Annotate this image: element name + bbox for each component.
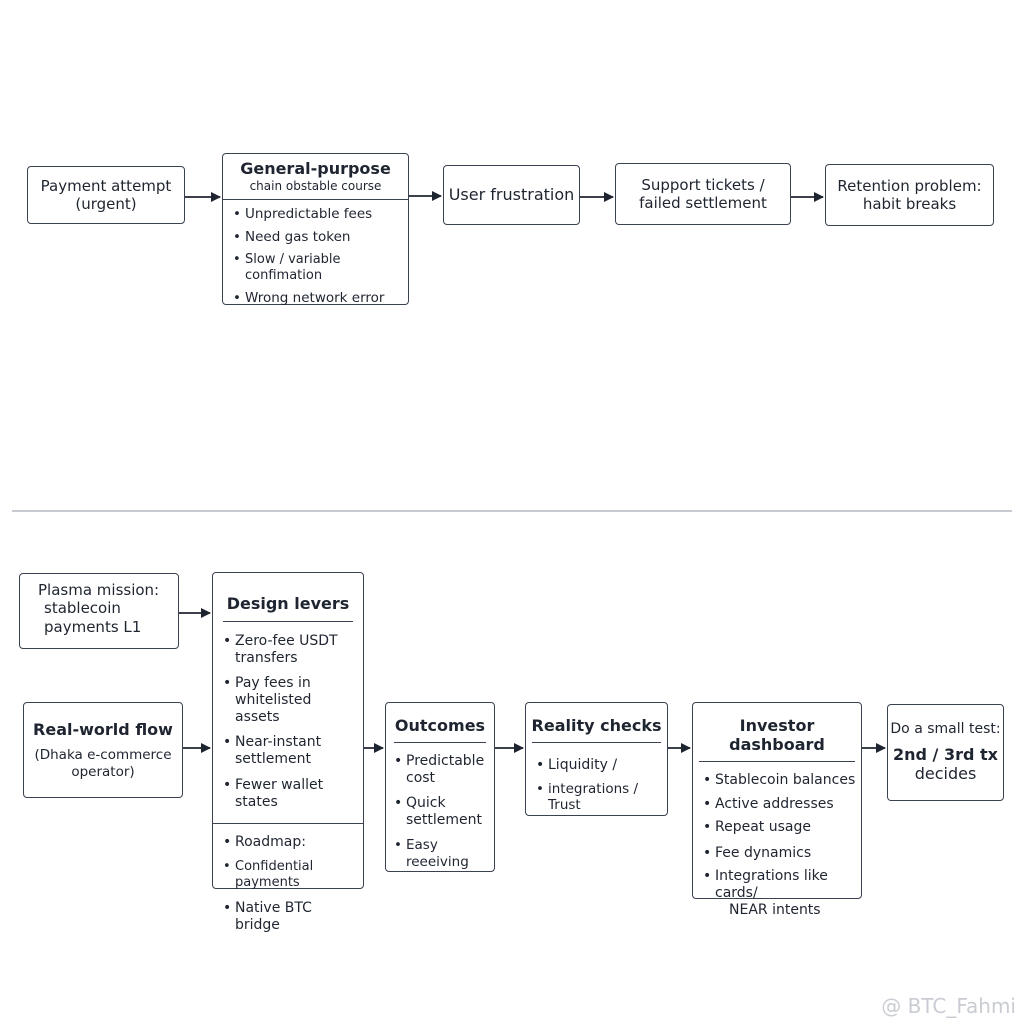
real-world-flow-title: Real-world flow <box>33 719 173 739</box>
investor-dashboard-list: Stablecoin balances Active addresses Rep… <box>693 762 861 919</box>
outcome-text: settlement <box>406 812 483 829</box>
list-item: Quick settlement <box>392 795 492 829</box>
list-item: Active addresses <box>701 796 859 814</box>
reality-checks-title-rule <box>532 742 661 743</box>
list-item: Easy reeeiving <box>392 837 492 871</box>
list-item: Need gas token <box>231 229 404 246</box>
real-world-flow-sub1: (Dhaka e-commerce <box>34 747 172 764</box>
payment-attempt-line2: (urgent) <box>75 195 137 213</box>
outcomes-title-rule <box>394 742 486 743</box>
list-item: Near-instant settlement <box>221 734 359 768</box>
list-item: Liquidity / <box>534 757 665 775</box>
list-item: Fee dynamics <box>701 845 859 863</box>
list-item: Stablecoin balances <box>701 772 859 790</box>
list-item: Fewer wallet states <box>221 777 359 811</box>
general-purpose-list: Unpredictable fees Need gas token Slow /… <box>223 200 408 307</box>
roadmap-list: Roadmap: Confidential payments Native BT… <box>213 824 363 935</box>
lever-text: Pay fees in <box>235 675 311 692</box>
outcome-text: cost <box>406 770 436 787</box>
list-item: Zero-fee USDT transfers <box>221 633 359 667</box>
support-tickets-box: Support tickets / failed settlement <box>615 163 791 225</box>
list-item: Unpredictable fees <box>231 206 404 223</box>
lever-text: Zero-fee USDT <box>235 633 338 649</box>
design-levers-title: Design levers <box>226 594 350 613</box>
list-item: Wrong network error <box>231 290 404 307</box>
list-item: integrations / Trust <box>534 781 665 815</box>
list-item: Pay fees in whitelisted assets <box>221 675 359 726</box>
small-test-line1: Do a small test: <box>890 721 1001 738</box>
support-tickets-line2: failed settlement <box>639 194 767 212</box>
investor-text: Integrations like cards/ <box>715 868 828 902</box>
list-item: Integrations like cards/ NEAR intents <box>701 868 859 919</box>
list-item: Native BTC bridge <box>221 900 361 935</box>
roadmap-divider <box>213 822 363 824</box>
list-item: Predictable cost <box>392 753 492 787</box>
general-purpose-subtitle: chain obstable course <box>249 178 382 193</box>
plasma-mission-line2: stablecoin <box>44 599 121 618</box>
lever-text: transfers <box>235 650 298 667</box>
user-frustration-label: User frustration <box>448 185 575 205</box>
general-purpose-box: General-purpose chain obstable course Un… <box>222 153 409 307</box>
small-test-box: Do a small test: 2nd / 3rd tx decides <box>887 704 1004 801</box>
outcomes-box: Outcomes Predictable cost Quick settleme… <box>385 702 495 872</box>
plasma-mission-line1: Plasma mission: <box>38 581 160 599</box>
real-world-flow-box: Real-world flow (Dhaka e-commerce operat… <box>23 702 183 798</box>
small-test-line2: 2nd / 3rd tx <box>893 744 998 764</box>
outcome-text: Predictable <box>406 753 485 769</box>
payment-attempt-box: Payment attempt (urgent) <box>27 166 185 224</box>
plasma-mission-line3: payments L1 <box>44 617 142 636</box>
lever-text: settlement <box>235 751 312 768</box>
design-levers-box: Design levers Zero-fee USDT transfers Pa… <box>212 572 364 933</box>
small-test-line3: decides <box>914 764 977 784</box>
outcomes-list: Predictable cost Quick settlement Easy r… <box>386 743 494 871</box>
plasma-mission-box: Plasma mission: stablecoin payments L1 <box>19 573 179 649</box>
general-purpose-title: General-purpose <box>240 159 391 178</box>
payment-attempt-line1: Payment attempt <box>40 176 172 195</box>
list-item: Repeat usage <box>701 819 859 837</box>
retention-problem-line2: habit breaks <box>862 195 957 213</box>
lever-text: whitelisted assets <box>235 692 312 726</box>
retention-problem-box: Retention problem: habit breaks <box>825 164 994 226</box>
investor-dashboard-title-rule <box>699 761 855 762</box>
investor-text: NEAR intents <box>729 902 821 919</box>
real-world-flow-sub2: operator) <box>71 763 135 780</box>
lever-text: Near-instant <box>235 734 322 751</box>
support-tickets-line1: Support tickets / <box>641 175 765 194</box>
user-frustration-box: User frustration <box>443 165 580 225</box>
reality-checks-box: Reality checks Liquidity / integrations … <box>525 702 668 816</box>
design-levers-title-rule <box>223 621 353 622</box>
general-purpose-divider <box>223 199 408 201</box>
section-divider <box>12 510 1012 512</box>
design-levers-list: Zero-fee USDT transfers Pay fees in whit… <box>213 622 363 811</box>
outcome-text: Quick <box>406 795 446 812</box>
outcomes-title: Outcomes <box>394 716 486 735</box>
list-item: Confidential payments <box>221 859 361 892</box>
reality-checks-list: Liquidity / integrations / Trust <box>526 743 667 814</box>
lever-text: Fewer wallet states <box>235 776 324 810</box>
investor-dashboard-title: Investor dashboard <box>729 716 825 754</box>
reality-checks-title: Reality checks <box>531 716 662 735</box>
list-item: Roadmap: <box>221 834 361 852</box>
retention-problem-line1: Retention problem: <box>837 176 982 195</box>
investor-dashboard-box: Investor dashboard Stablecoin balances A… <box>692 702 862 918</box>
list-item: Slow / variable confimation <box>231 252 404 285</box>
watermark-text: @ BTC_Fahmi <box>881 994 1016 1018</box>
